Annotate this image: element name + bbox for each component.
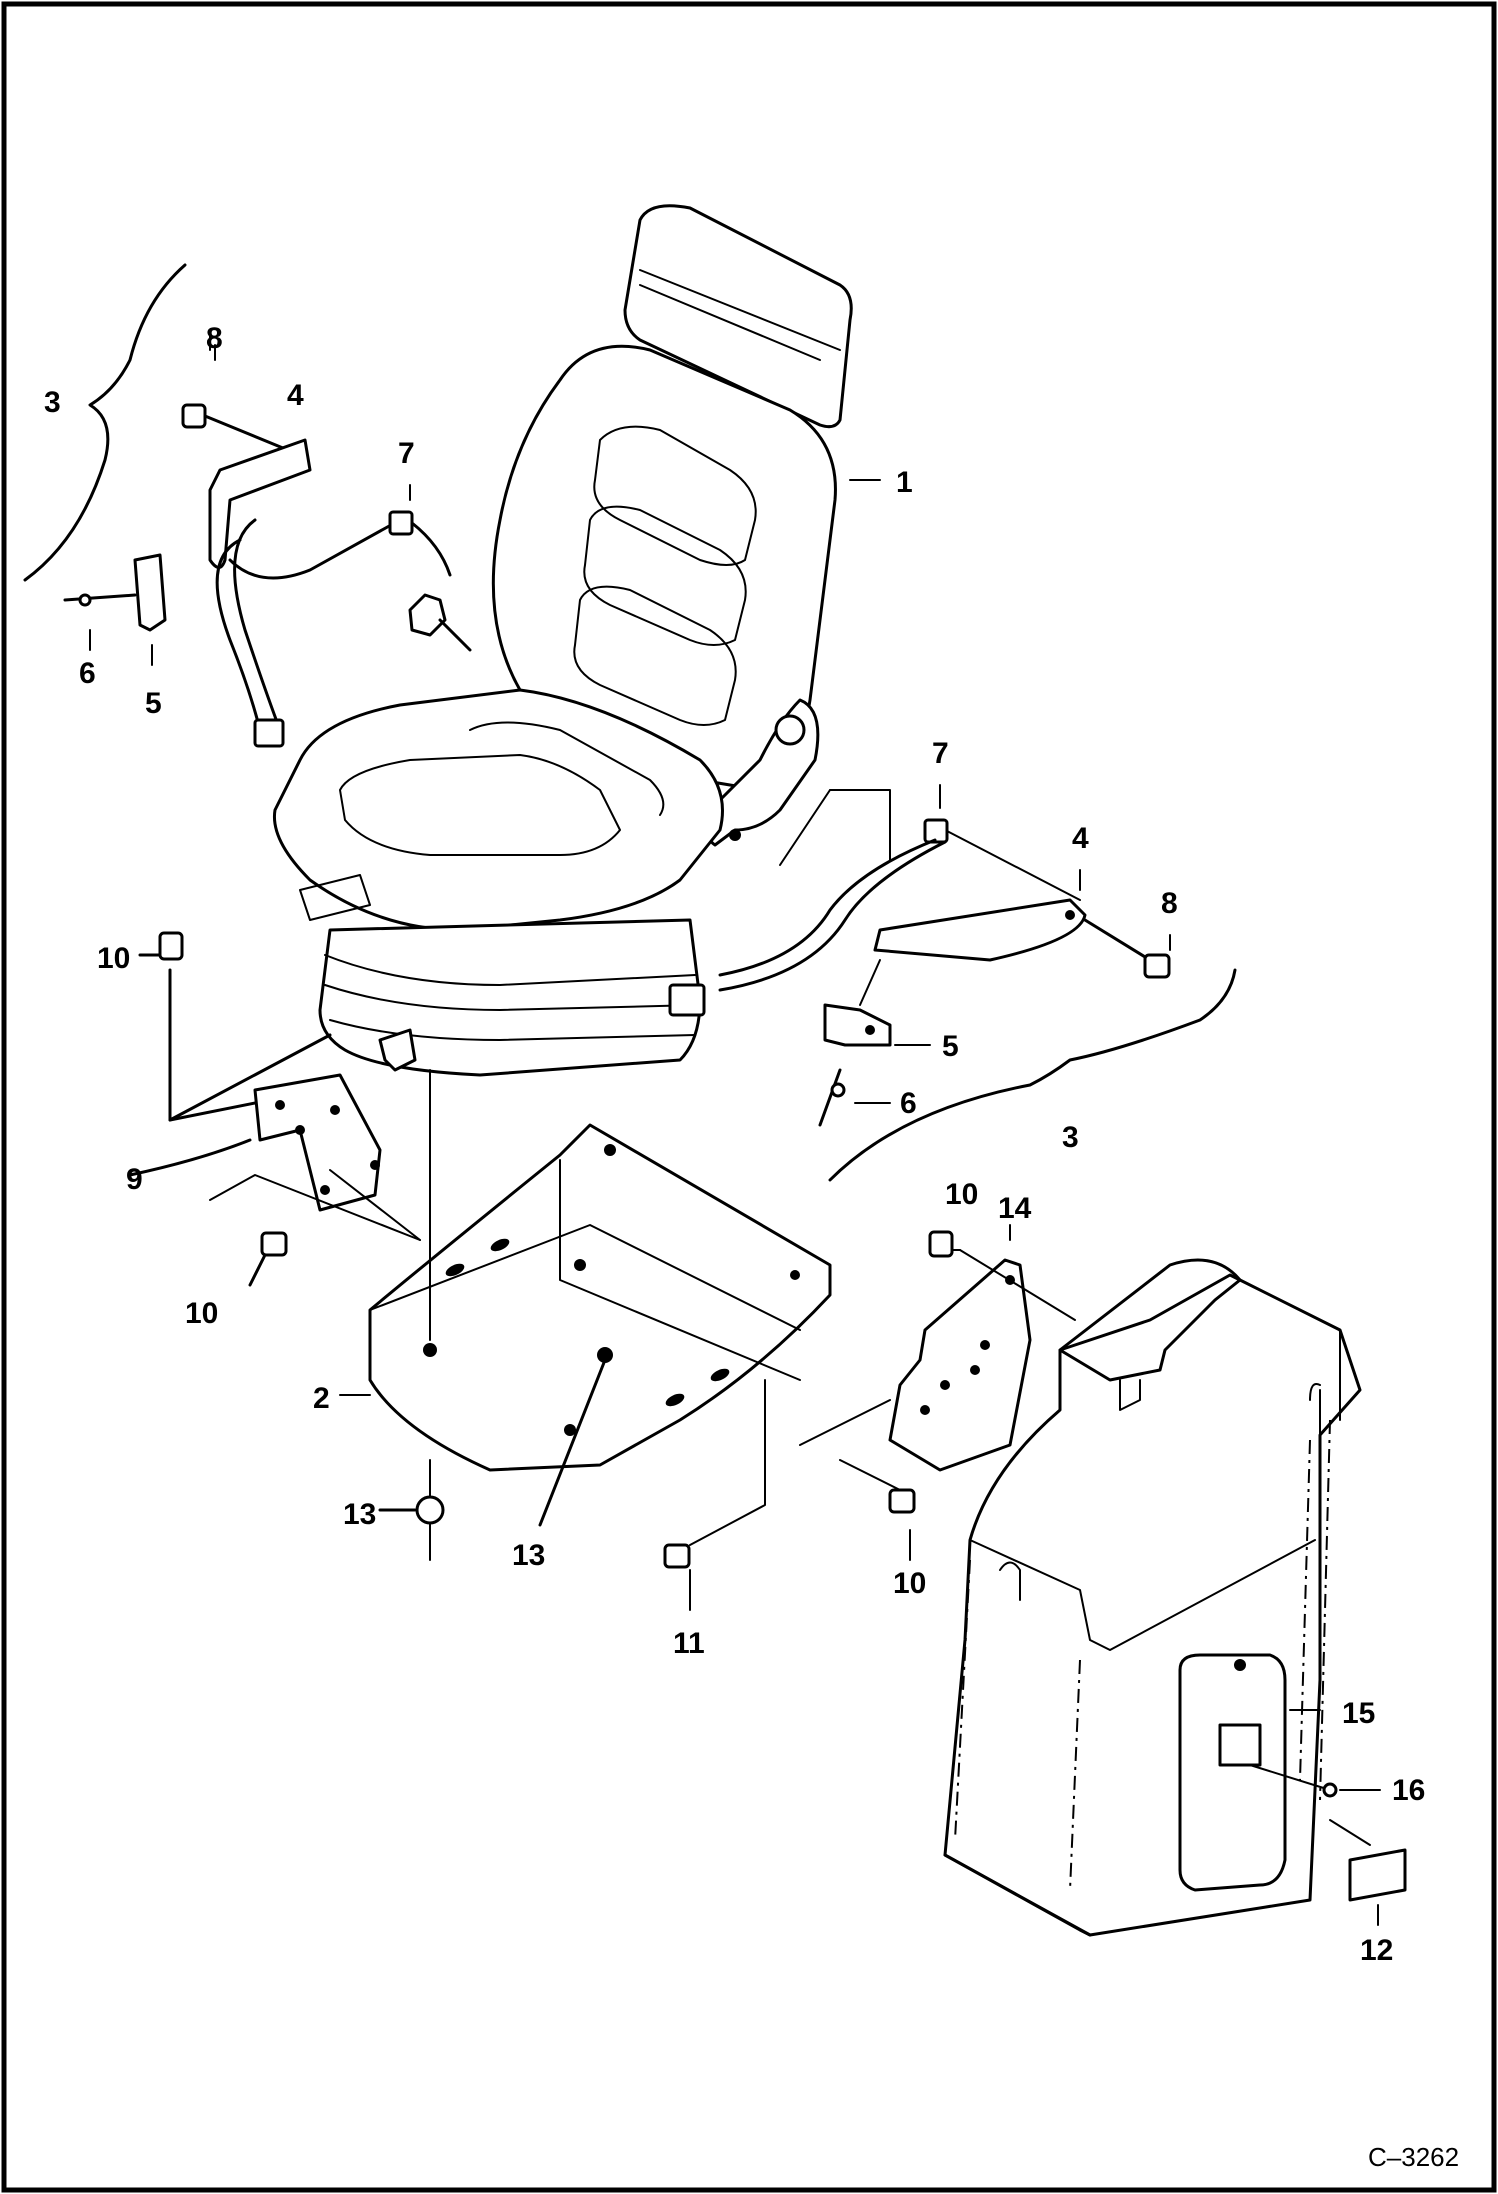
callout-9: 9 [126,1163,143,1196]
callout-8-right: 8 [1161,887,1178,920]
mount-bracket [128,931,421,1287]
callout-16: 16 [1392,1774,1425,1807]
console [943,1258,1407,1937]
callout-13-a: 13 [343,1498,376,1531]
console-bracket [799,1224,1076,1561]
callout-7-left: 7 [398,437,415,470]
callout-5-left: 5 [145,687,162,720]
left-seat-belt [23,263,472,748]
callout-3-right: 3 [1062,1121,1079,1154]
callout-7-right: 7 [932,737,949,770]
callout-14: 14 [998,1192,1032,1225]
callout-3-left: 3 [44,386,61,419]
figure-code: C–3262 [1368,2142,1459,2172]
seat-assembly [272,204,853,1077]
callout-1: 1 [896,466,913,499]
callout-4-right: 4 [1072,822,1089,855]
callout-8-left: 8 [206,322,223,355]
right-seat-belt [668,784,1237,1182]
callout-10-c: 10 [945,1178,978,1211]
callout-12: 12 [1360,1934,1393,1967]
callout-11: 11 [673,1627,705,1660]
callout-13-b: 13 [512,1539,545,1572]
callout-2: 2 [313,1382,330,1415]
callout-6-left: 6 [79,657,96,690]
seat-pan [339,1069,832,1611]
callout-10-d: 10 [893,1567,926,1600]
callout-15: 15 [1342,1697,1375,1730]
callout-10-b: 10 [185,1297,218,1330]
callout-4-left: 4 [287,379,304,412]
callout-6-right: 6 [900,1087,917,1120]
callout-10-a: 10 [97,942,130,975]
callout-labels: 1 2 3 3 4 4 5 5 6 6 7 7 8 8 9 10 10 10 1… [44,322,1425,1967]
callout-5-right: 5 [942,1030,959,1063]
